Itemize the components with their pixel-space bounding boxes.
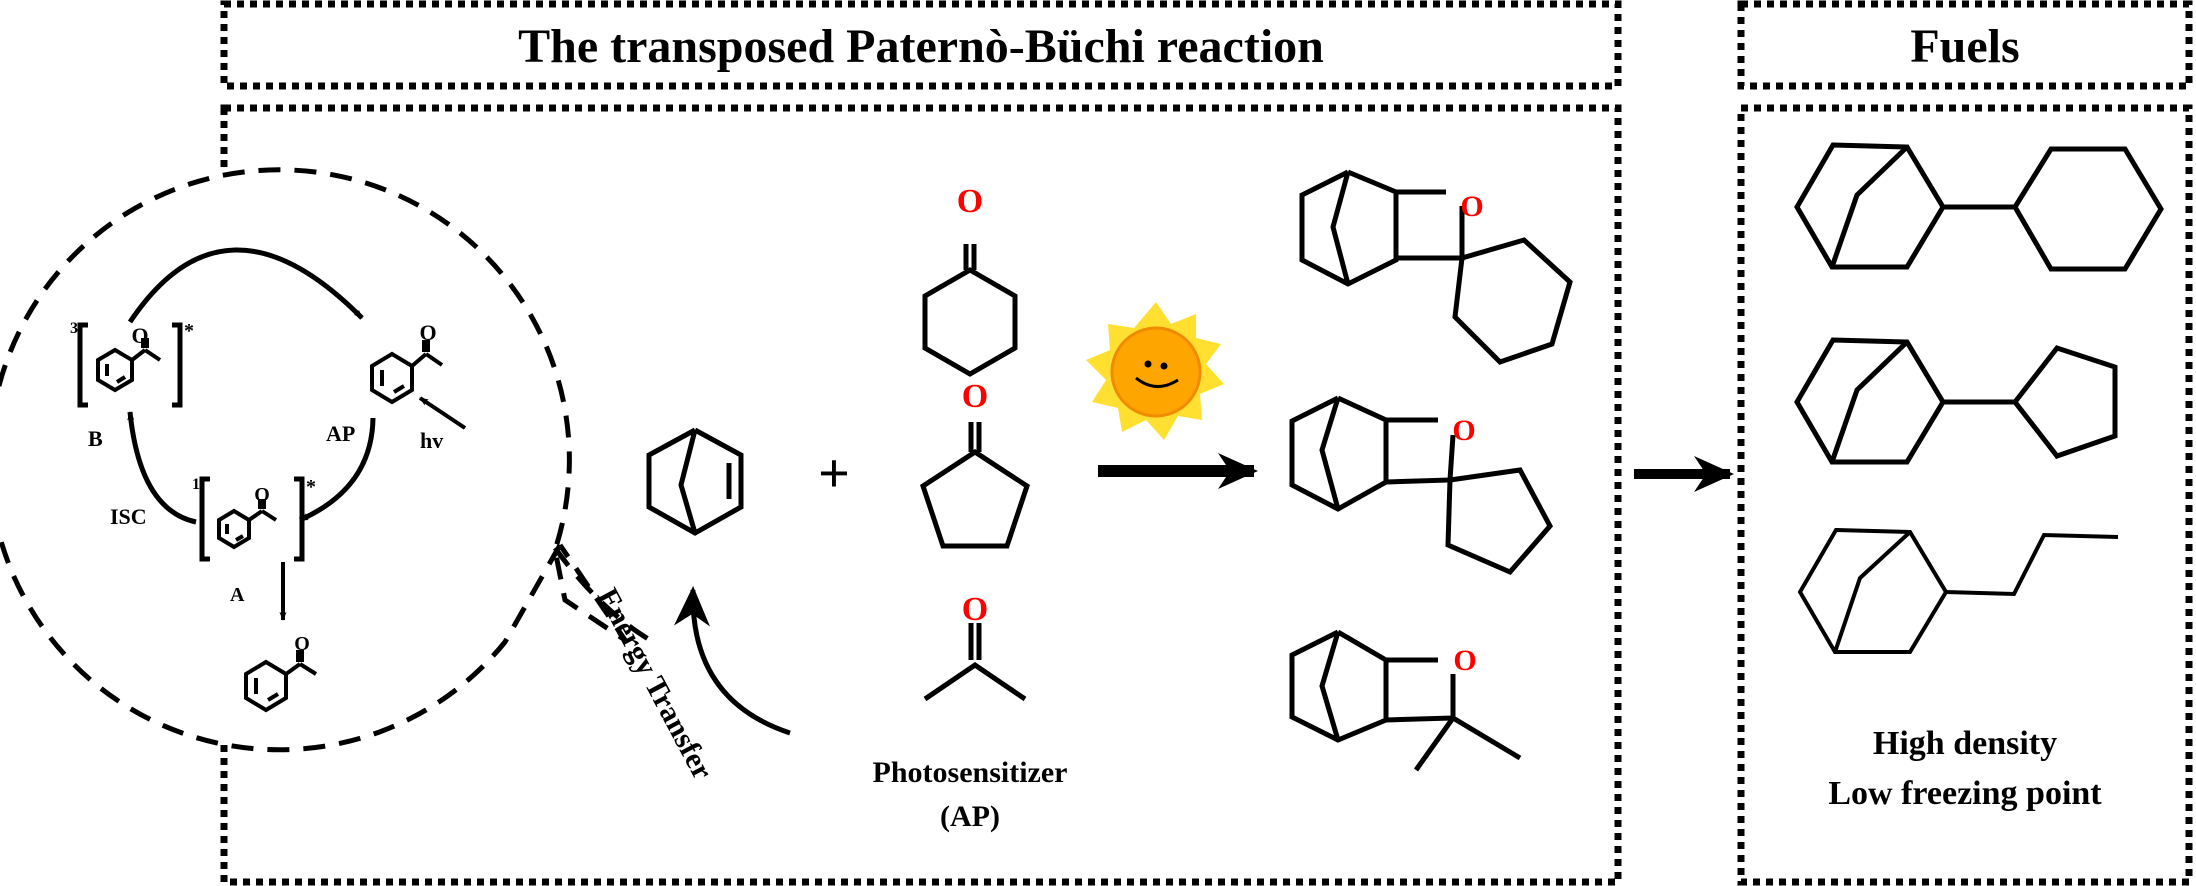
isc-label: ISC [110, 504, 147, 529]
fuel-norbornyl-cyclohexane [1794, 142, 2164, 272]
arrow-AP-to-A [298, 417, 376, 523]
title-box-border [220, 0, 1622, 90]
cyclopentanone-structure [920, 422, 1030, 549]
fuel-property-freezing-point: Low freezing point [1828, 775, 2102, 812]
bubble-tail [552, 546, 652, 643]
product-cyclopentyl-spirooxetane [1289, 395, 1554, 576]
energy-transfer-label: Energy Transfer [591, 583, 719, 785]
light-label: hv [420, 428, 443, 453]
acetone-structure [923, 623, 1027, 702]
oxygen-label: O [131, 323, 148, 348]
singlet-state-A: O 1 * [192, 476, 316, 562]
bubble-background [0, 170, 560, 740]
norbornene-structure [646, 427, 744, 536]
mechanism-bubble [0, 167, 652, 753]
arrow-B-to-AP [127, 247, 364, 324]
acetophenone-structure [96, 338, 162, 393]
oxygen-label: O [294, 633, 310, 655]
sun-icon [1086, 302, 1224, 440]
oxygen-label: O [419, 320, 436, 345]
energy-transfer-arrow [674, 586, 791, 736]
label-AP: AP [326, 421, 355, 446]
fuels-title: Fuels [1910, 20, 2019, 73]
fuels-title-box: Fuels [1737, 0, 2193, 90]
cyclohexanone-structure [922, 244, 1018, 377]
acetophenone-regenerated [244, 650, 318, 713]
fuels-box [1737, 104, 2193, 886]
label-A: A [230, 584, 245, 606]
bracket-left [199, 476, 210, 562]
excited-marker: * [184, 320, 194, 342]
oxygen-label-red: O [1460, 190, 1483, 223]
product-dimethyl-oxetane [1289, 629, 1522, 772]
triplet-superscript: 3 [70, 320, 78, 337]
fuel-property-density: High density [1873, 725, 2057, 762]
label-B: B [88, 426, 103, 451]
oxygen-label-red: O [1452, 414, 1475, 447]
oxygen-label-red: O [962, 591, 988, 628]
product-cyclohexyl-spirooxetane [1299, 169, 1573, 365]
oxygen-label-red: O [962, 378, 988, 415]
photosensitizer-abbrev: (AP) [940, 800, 1000, 833]
arrow-A-to-B [127, 411, 197, 525]
singlet-superscript: 1 [192, 476, 200, 493]
excited-marker: * [306, 476, 316, 498]
photosensitizer-label: Photosensitizer [873, 756, 1068, 789]
title-box: The transposed Paternò-Büchi reaction [220, 0, 1622, 90]
plus-sign: + [818, 443, 850, 505]
acetophenone-AP [370, 340, 444, 405]
fuels-title-border [1737, 0, 2193, 90]
bracket-left [77, 322, 88, 408]
fuel-norbornyl-cyclopentane [1794, 337, 2118, 465]
fuel-propyl-norbornane [1797, 527, 2119, 654]
oxygen-label-red: O [957, 183, 983, 220]
light-arrow [418, 396, 467, 430]
oxygen-label: O [254, 484, 270, 506]
bubble-outline [0, 167, 628, 753]
main-title: The transposed Paternò-Büchi reaction [518, 20, 1324, 73]
main-reaction-box [220, 104, 1622, 886]
triplet-state-B: O 3 * [70, 320, 194, 408]
oxygen-label-red: O [1453, 644, 1476, 677]
bracket-right [172, 322, 183, 408]
